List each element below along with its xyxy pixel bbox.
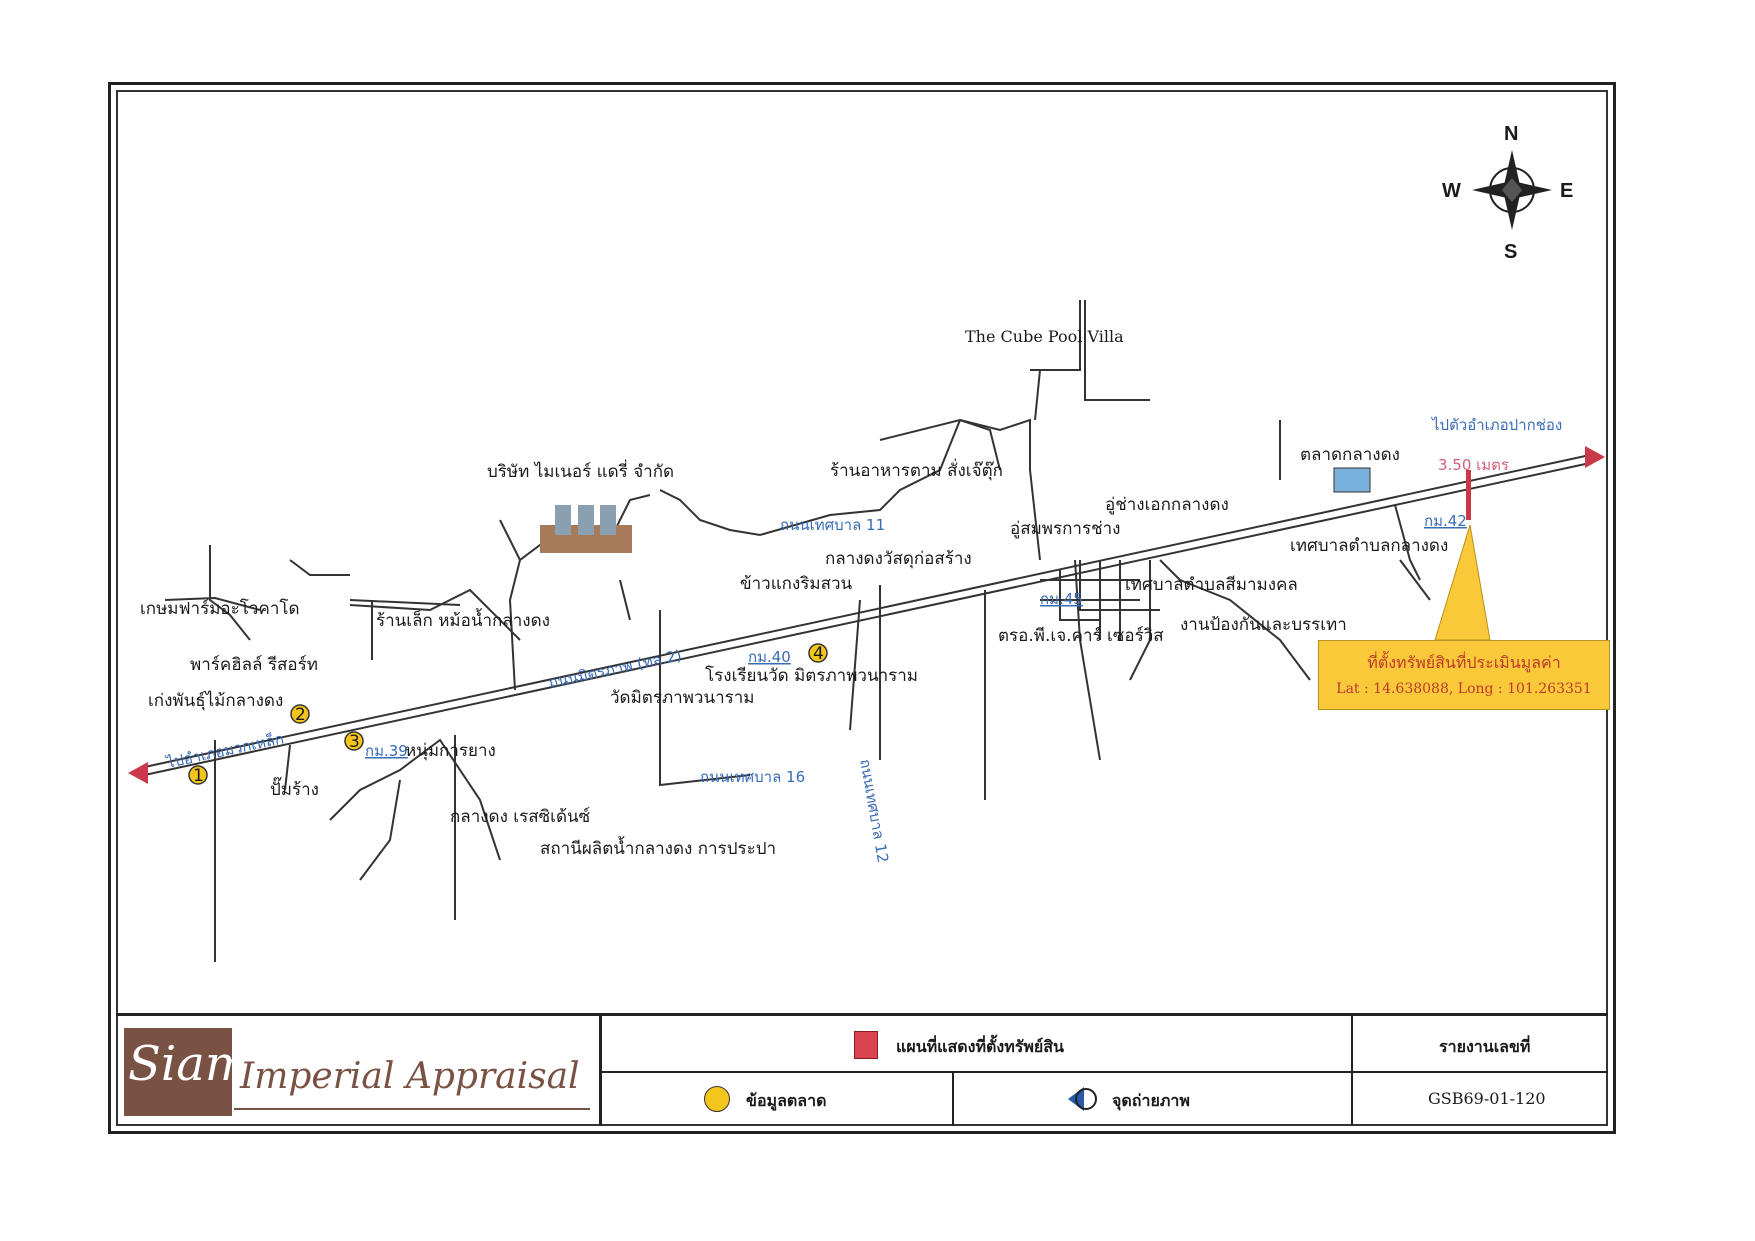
place-park-hill: พาร์คฮิลล์ รีสอร์ท — [190, 655, 318, 675]
compass-w: W — [1442, 180, 1461, 202]
report-number: GSB69-01-120 — [1428, 1089, 1546, 1108]
legend-location-icon — [854, 1031, 878, 1059]
place-pj-car: ตรอ.พี.เจ.คาร์ เซอร์วิส — [998, 626, 1164, 646]
place-kaset-farm: เกษมฟาร์มอะโวคาโด — [140, 598, 300, 619]
place-prevention: งานป้องกันและบรรเทา — [1180, 615, 1347, 635]
title-block: Siam Imperial Appraisal แผนที่แสดงที่ตั้… — [116, 1013, 1608, 1126]
logo-siam: Siam — [128, 1036, 251, 1092]
market-point-1: 1 — [188, 765, 208, 786]
place-temple: วัดมิตรภาพวนาราม — [610, 688, 755, 708]
place-garage: อู่ช่างเอกกลางดง — [1105, 495, 1229, 515]
logo-cell: Siam Imperial Appraisal — [116, 1016, 602, 1126]
footer-divider-v1 — [952, 1071, 954, 1126]
place-school: โรงเรียนวัด มิตรภาพวนาราม — [705, 665, 918, 686]
market-point-2: 2 — [290, 704, 310, 725]
compass-e: E — [1560, 180, 1573, 202]
road-main-highway: ถนนมิตรภาพ (ทล.2) — [547, 646, 683, 692]
footer-divider-h — [602, 1071, 1608, 1073]
callout-title: ที่ตั้งทรัพย์สินที่ประเมินมูลค่า — [1367, 653, 1561, 672]
compass-icon: N S E W — [1442, 123, 1573, 263]
place-gas-station: ปั๊มร้าง — [270, 776, 319, 800]
place-restaurant: ร้านอาหารตาม สั่งเจ๊ตุ๊ก — [830, 458, 1003, 481]
place-plant-shop: เก่งพันธุ์ไม้กลางดง — [148, 690, 283, 711]
footer-divider-v2 — [1351, 1016, 1353, 1126]
legend-market-label: ข้อมูลตลาด — [746, 1091, 827, 1110]
legend-photo-label: จุดถ่ายภาพ — [1112, 1091, 1190, 1110]
svg-text:1: 1 — [193, 766, 204, 786]
compass-s: S — [1504, 241, 1517, 263]
place-municipal-simamongkol: เทศบาลตำบลสีมามงคล — [1125, 575, 1298, 595]
svg-text:3: 3 — [349, 732, 360, 752]
place-small-shop: ร้านเล็ก หม้อน้ำกลางดง — [376, 608, 550, 631]
report-label: รายงานเลขที่ — [1439, 1037, 1531, 1056]
svg-text:4: 4 — [813, 644, 824, 664]
factory-icon — [540, 505, 632, 553]
logo-imperial-appraisal: Imperial Appraisal — [240, 1056, 580, 1097]
logo-underline — [234, 1108, 590, 1110]
distance-label: 3.50 เมตร — [1438, 456, 1509, 474]
minor-roads — [164, 300, 1431, 962]
main-highway — [128, 446, 1605, 784]
legend-photo-icon — [1068, 1087, 1097, 1111]
property-marker — [1466, 470, 1471, 520]
svg-text:2: 2 — [295, 705, 306, 725]
east-arrow-icon — [1585, 446, 1605, 468]
place-aoosomporn: อู่สมพรการช่าง — [1010, 519, 1120, 539]
place-market: ตลาดกลางดง — [1300, 445, 1400, 465]
km-40-marker: กม.40 — [748, 648, 791, 666]
place-kaokaeng: ข้าวแกงริมสวน — [740, 574, 853, 594]
to-district-label: ไปตัวอำเภอปากช่อง — [1431, 416, 1562, 434]
map-frame-outer — [108, 82, 1616, 1134]
place-minor-dairy: บริษัท ไมเนอร์ แดรี่ จำกัด — [487, 459, 674, 482]
km-42-marker: กม.42 — [1424, 512, 1467, 530]
market-point-4: 4 — [808, 643, 828, 664]
property-callout: ที่ตั้งทรัพย์สินที่ประเมินมูลค่า Lat : 1… — [1318, 640, 1610, 710]
place-nhumkrayang: หนุ่มการยาง — [405, 741, 496, 761]
km-39-marker: กม.39 — [365, 742, 408, 760]
km-45-marker: กม.45 — [1040, 590, 1083, 608]
market-point-3: 3 — [344, 731, 364, 752]
callout-coords: Lat : 14.638088, Long : 101.263351 — [1336, 681, 1592, 697]
logo-box — [124, 1028, 232, 1116]
market-icon — [1333, 467, 1371, 493]
place-municipality: เทศบาลตำบลกลางดง — [1290, 536, 1448, 556]
road-from-label: ไปอำเภอมวกเหล็ก — [164, 729, 286, 773]
road-municipal-16: ถนนเทศบาล 16 — [700, 768, 805, 786]
road-municipal-12: ถนนเทศบาล 12 — [856, 758, 892, 865]
road-municipal-11: ถนนเทศบาล 11 — [780, 516, 885, 534]
legend-market-icon — [704, 1086, 730, 1112]
compass-n: N — [1504, 123, 1518, 145]
place-materials: กลางดงวัสดุก่อสร้าง — [825, 549, 972, 569]
west-arrow-icon — [128, 762, 148, 784]
place-resident: กลางดง เรสซิเด้นซ์ — [450, 807, 590, 827]
place-water-station: สถานีผลิตน้ำกลางดง การประปา — [540, 836, 776, 859]
map-frame-inner — [116, 90, 1608, 1126]
legend-location-label: แผนที่แสดงที่ตั้งทรัพย์สิน — [896, 1037, 1064, 1056]
place-cube-villa: The Cube Pool Villa — [965, 327, 1124, 346]
